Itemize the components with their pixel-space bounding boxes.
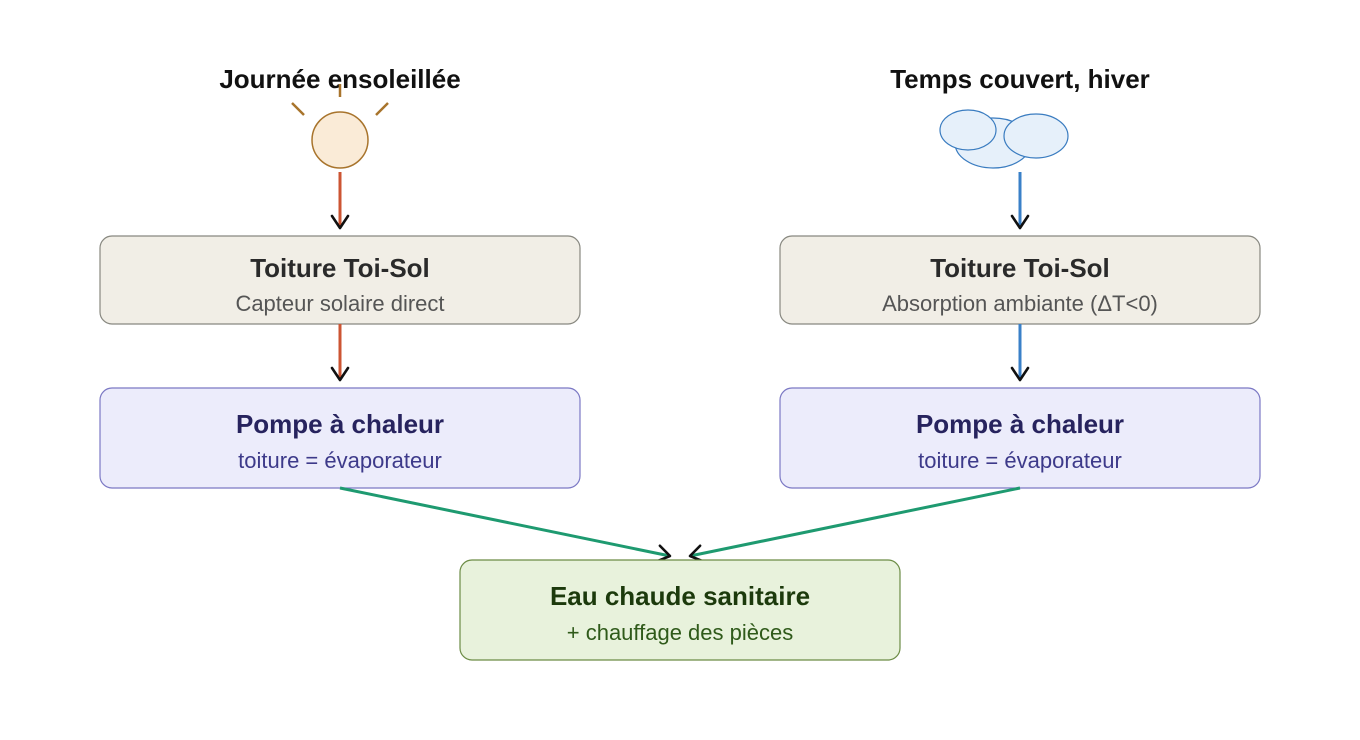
output-box-frame: [459, 559, 901, 661]
left-roof-subtitle: Capteur solaire direct: [235, 291, 444, 316]
sun-disc: [311, 111, 369, 169]
output-title: Eau chaude sanitaire: [550, 581, 810, 611]
left-pump-box: Pompe à chaleur toiture = évaporateur: [99, 387, 581, 489]
cloud-puff: [939, 109, 997, 151]
output-box: Eau chaude sanitaire + chauffage des piè…: [459, 559, 901, 661]
sun-ray: [291, 102, 305, 116]
right-roof-box: Toiture Toi-Sol Absorption ambiante (ΔT<…: [779, 235, 1261, 325]
output-subtitle: + chauffage des pièces: [567, 620, 794, 645]
right-roof-subtitle: Absorption ambiante (ΔT<0): [882, 291, 1158, 316]
sun-icon: [291, 84, 389, 169]
cloud-puff: [1003, 113, 1069, 159]
cloud-icon: [939, 109, 1069, 169]
left-pump-subtitle: toiture = évaporateur: [238, 448, 442, 473]
right-pump-box: Pompe à chaleur toiture = évaporateur: [779, 387, 1261, 489]
arrow-left-pump-to-output: [339, 486, 672, 563]
right-roof-title: Toiture Toi-Sol: [930, 253, 1110, 283]
arrow-right-pump-to-output: [688, 486, 1021, 563]
right-heading: Temps couvert, hiver: [890, 64, 1150, 94]
left-roof-title: Toiture Toi-Sol: [250, 253, 430, 283]
sun-ray: [375, 102, 389, 116]
right-pump-title: Pompe à chaleur: [916, 409, 1124, 439]
left-roof-box: Toiture Toi-Sol Capteur solaire direct: [99, 235, 581, 325]
left-pump-title: Pompe à chaleur: [236, 409, 444, 439]
right-pump-subtitle: toiture = évaporateur: [918, 448, 1122, 473]
